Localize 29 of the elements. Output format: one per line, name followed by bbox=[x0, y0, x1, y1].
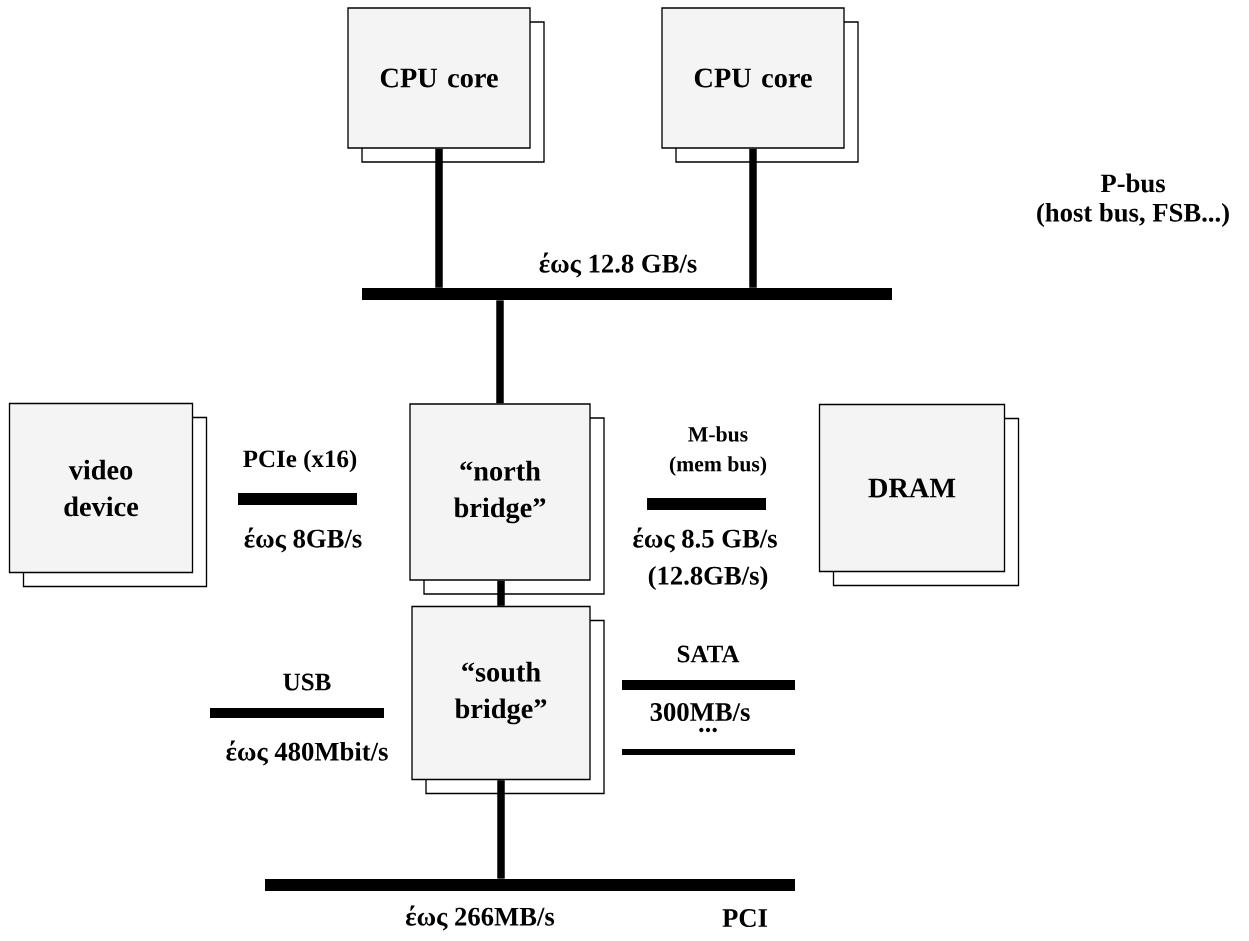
bus-bar bbox=[265, 879, 795, 891]
bus-label: USB bbox=[283, 673, 331, 691]
bus-label: έως 480Mbit/s bbox=[226, 740, 388, 766]
bus-label: SATA bbox=[677, 645, 740, 663]
bus-label: έως 266MB/s bbox=[405, 905, 555, 931]
bus-label: έως 8GB/s bbox=[244, 527, 362, 553]
bus-label: (mem bus) bbox=[669, 456, 767, 476]
chip-box: CPU core bbox=[347, 7, 545, 163]
chip-box: “north bridge” bbox=[409, 403, 605, 595]
bus-label: (host bus, FSB...) bbox=[1037, 202, 1229, 228]
bus-bar bbox=[210, 708, 384, 718]
bus-bar bbox=[647, 498, 766, 510]
bus-bar bbox=[238, 493, 357, 505]
chip-box: “south bridge” bbox=[411, 605, 605, 795]
chip-box: DRAM bbox=[818, 403, 1020, 587]
bus-label: ... bbox=[699, 727, 717, 733]
bus-bar bbox=[362, 288, 892, 300]
bus-bar bbox=[622, 749, 795, 755]
bus-label: έως 8.5 GB/s bbox=[633, 527, 777, 553]
bus-label: PCIe (x16) bbox=[243, 449, 357, 473]
bus-label: έως 12.8 GB/s bbox=[539, 252, 697, 278]
bus-label: M-bus bbox=[688, 426, 748, 442]
bus-label: P-bus bbox=[1100, 173, 1165, 193]
bus-label: PCI bbox=[722, 909, 768, 927]
bus-label: (12.8GB/s) bbox=[648, 565, 768, 591]
bus-bar bbox=[622, 680, 795, 690]
bus-label: 300MB/s bbox=[650, 703, 750, 721]
chip-box: video device bbox=[8, 402, 208, 588]
chip-box: CPU core bbox=[661, 7, 859, 163]
